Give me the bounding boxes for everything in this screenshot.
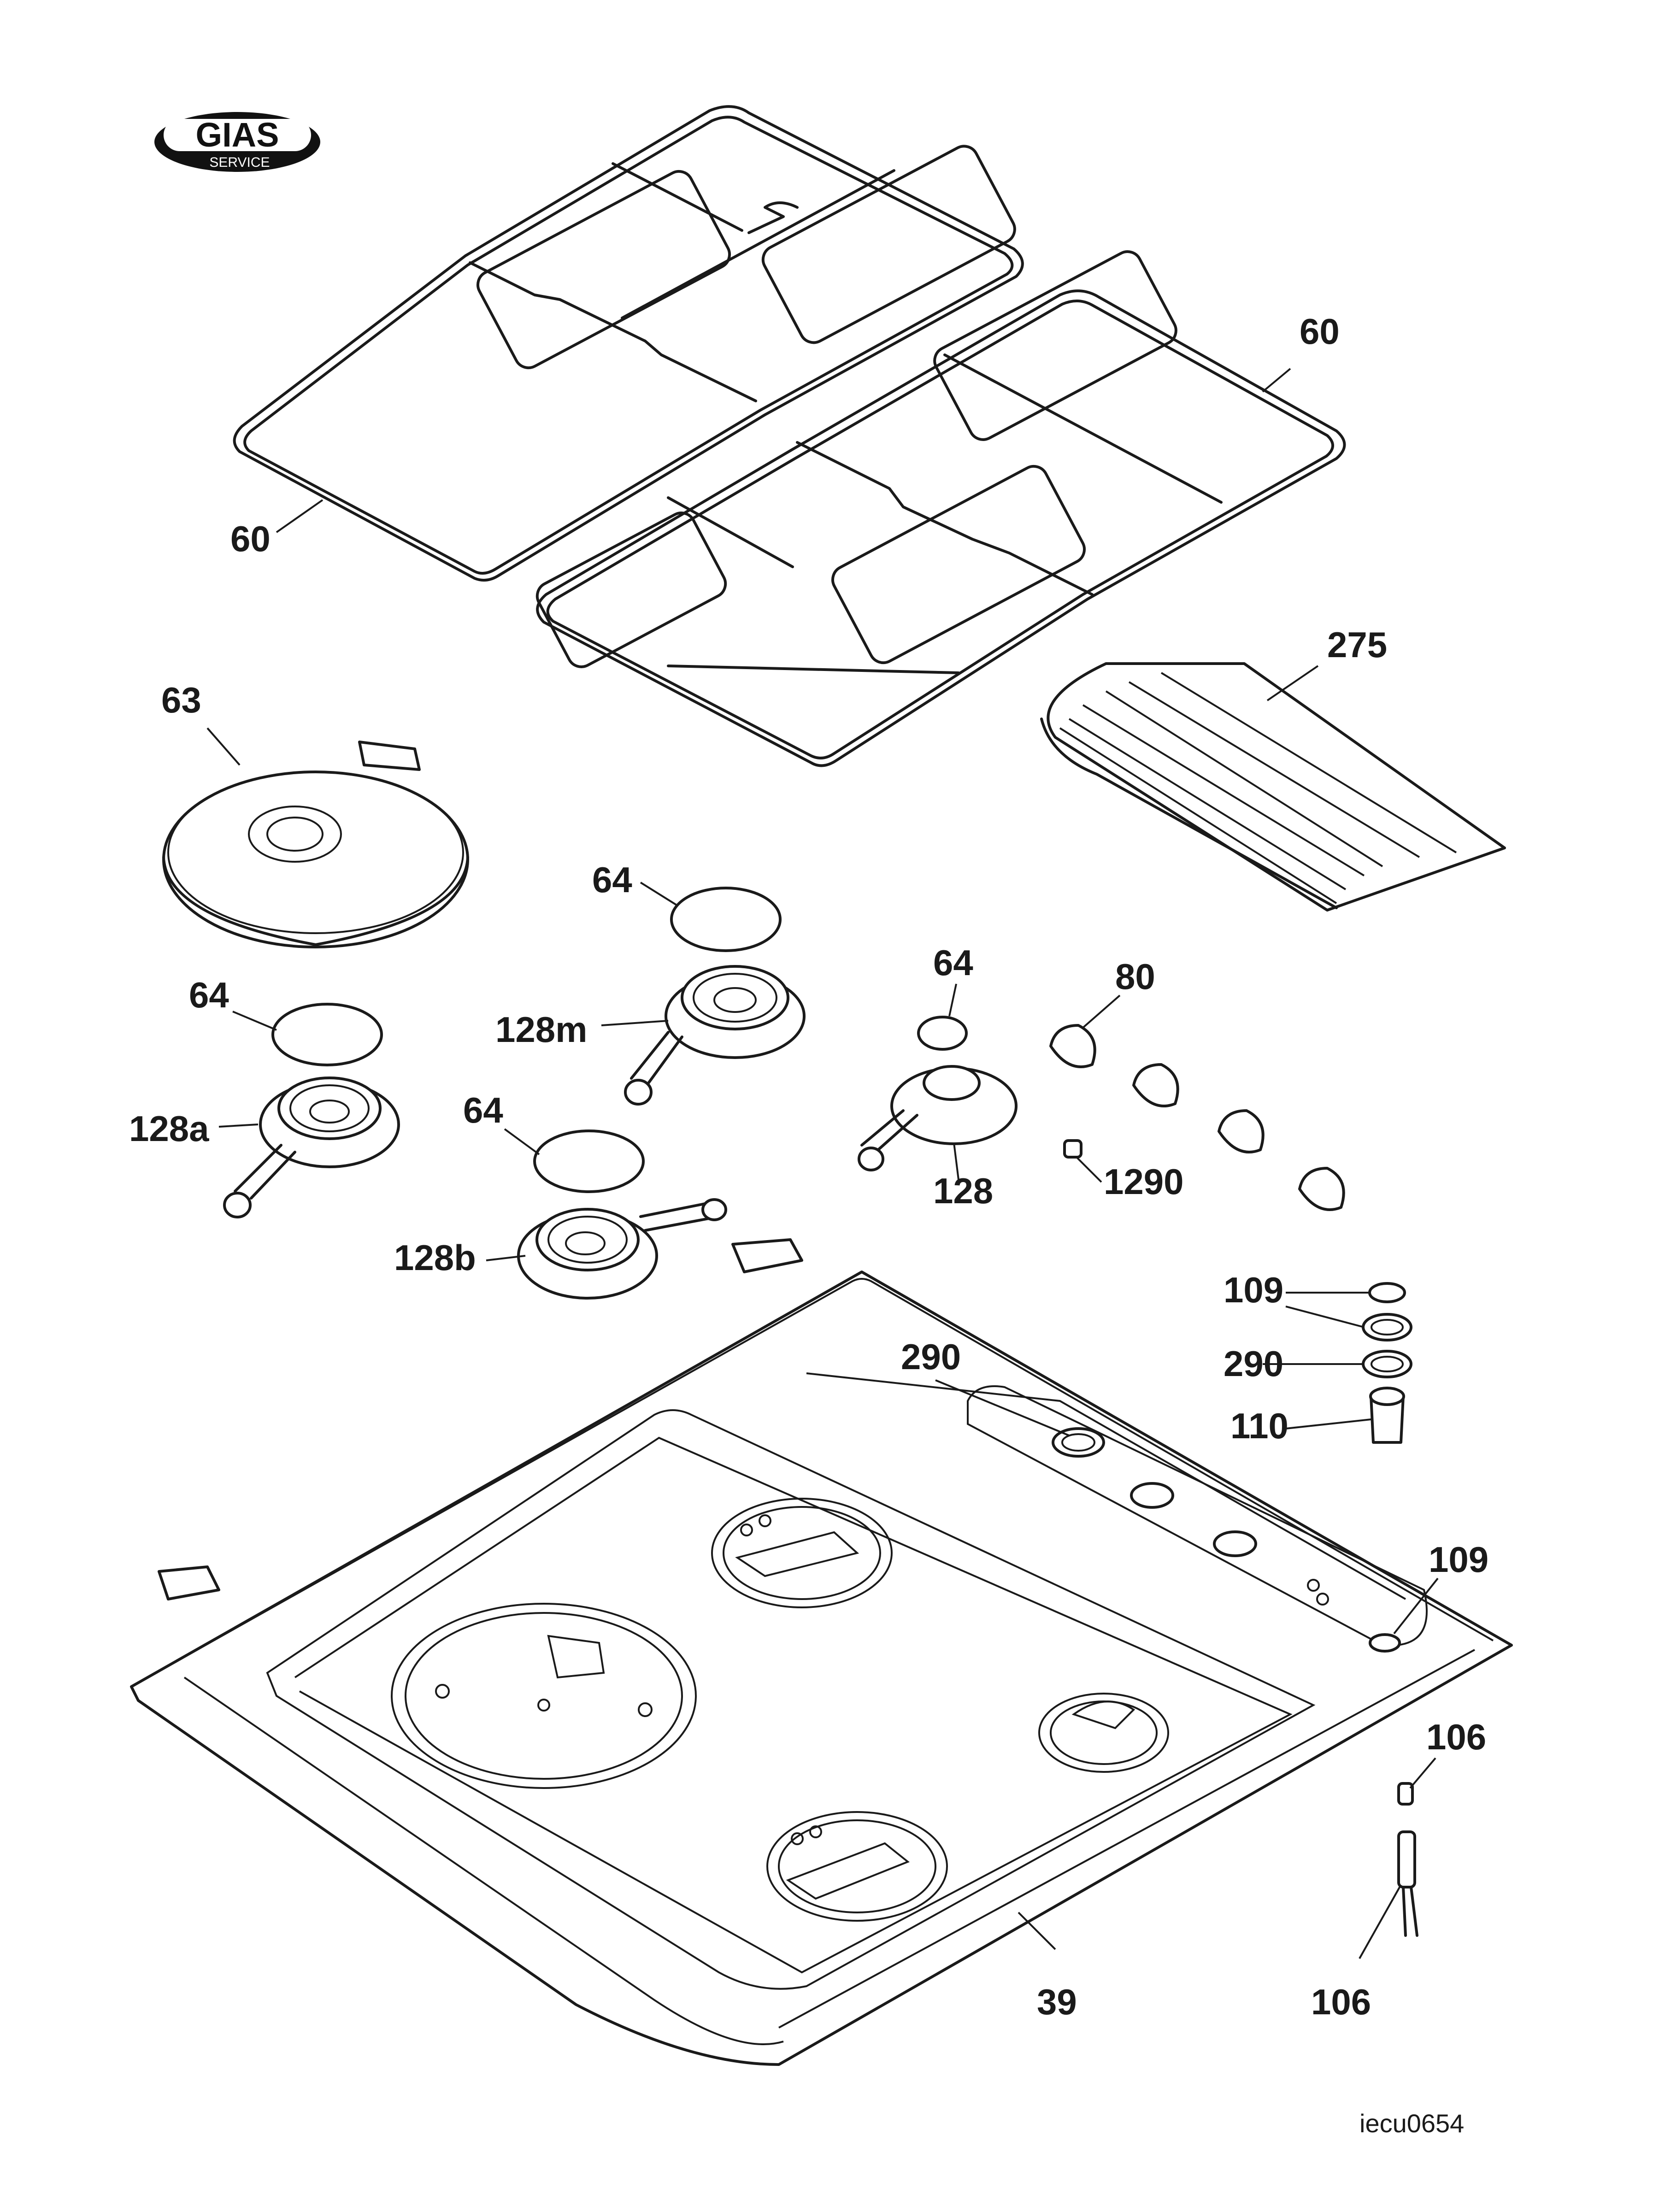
part-label-128b: 128b [394,1237,476,1278]
burner-auxiliary [223,1077,400,1218]
part-label-109-panel: 109 [1429,1539,1489,1580]
part-label-106-bottom: 106 [1311,1982,1371,2022]
knob-spacer [1063,1139,1082,1159]
burner-cap-2 [271,1003,383,1066]
hob-top-panel [130,1271,1513,2066]
igniter-plug [1397,1782,1414,1806]
burner-small [858,1065,1018,1171]
part-label-64-3: 64 [463,1090,503,1130]
part-label-128a: 128a [129,1108,209,1149]
control-knob-1 [1049,1024,1096,1068]
part-label-275: 275 [1327,624,1388,665]
part-label-1290: 1290 [1104,1161,1184,1202]
indicator-bezel [1368,1282,1406,1303]
indicator-lamp [1369,1387,1405,1444]
pan-support-right [535,250,1346,767]
part-label-110: 110 [1230,1406,1288,1446]
leader-lines [206,368,1439,1959]
pan-support-left [233,105,1024,582]
part-label-80: 80 [1115,956,1155,997]
electric-hotplate [162,741,469,948]
part-label-290-top: 290 [901,1336,961,1377]
ring-1 [1362,1313,1412,1341]
part-label-128: 128 [933,1171,994,1211]
part-label-64-4: 64 [933,942,973,983]
part-label-64-2: 64 [189,975,229,1015]
part-label-39: 39 [1037,1982,1077,2022]
control-knob-4 [1298,1167,1345,1211]
burner-cap-3 [533,1130,645,1193]
seal-gasket-strip [1040,662,1506,912]
igniter-electrode [1397,1830,1418,1937]
logo-tagline-text: SERVICE [209,155,270,170]
gias-service-logo: GIAS SERVICE [154,112,320,172]
part-label-63: 63 [161,680,201,720]
logo-brand-text: GIAS [196,116,279,154]
drawing-code: iecu0654 [1359,2109,1465,2138]
part-label-64-1: 64 [592,859,632,900]
part-label-128m: 128m [495,1009,588,1050]
part-label-109-bezel: 109 [1224,1270,1284,1310]
burner-large [517,1198,727,1300]
control-knob-2 [1132,1063,1179,1107]
burner-medium [624,965,806,1106]
fixing-clip-1 [731,1238,803,1273]
burner-cap-1 [670,887,782,952]
part-label-106-top: 106 [1426,1717,1487,1757]
ring-2 [1362,1350,1412,1378]
fixing-clip-2 [158,1565,220,1600]
part-label-290-ring: 290 [1224,1343,1284,1384]
part-label-60-left: 60 [230,518,271,559]
burner-cap-4 [917,1016,968,1051]
part-label-60-right: 60 [1300,311,1340,352]
control-knob-3 [1218,1109,1265,1153]
